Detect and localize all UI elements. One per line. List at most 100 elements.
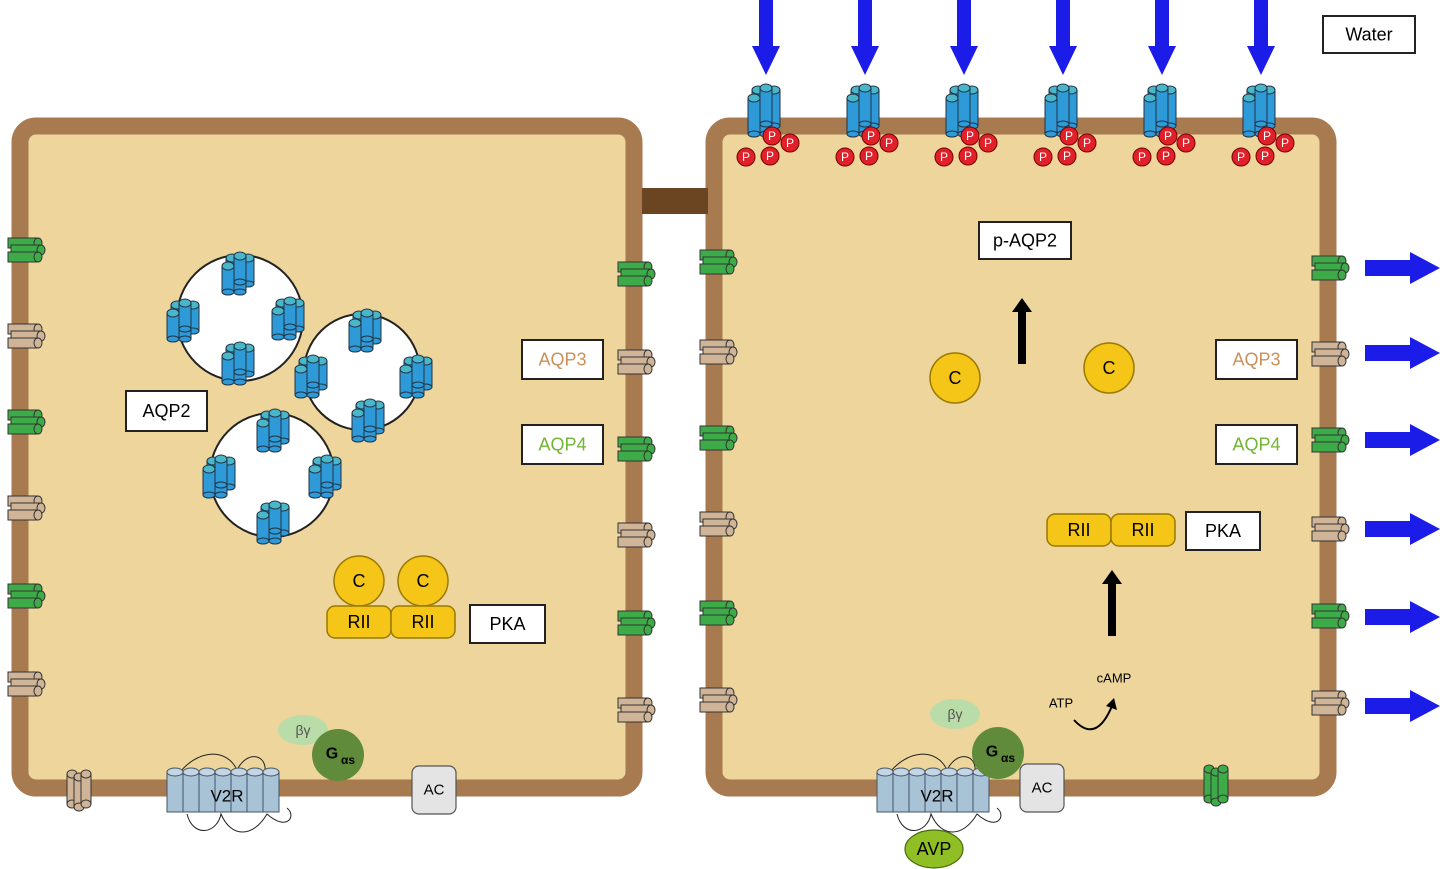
apical-aqp2-1-p2-text: P [885,136,893,150]
left-v2r-helix-top [262,767,280,777]
right-lateral-aqp4-0 [699,249,738,275]
apical-aqp2-2-p1: P [960,126,980,146]
vesicle-3-aqp2-0-top [256,418,270,428]
vesicle-1-aqp2-2-base [283,333,297,341]
vesicle-1-aqp2-3-top [233,341,247,351]
left-g-protein-beta-gamma-text: βγ [295,722,310,738]
vesicle-2-aqp2-3-base [363,435,377,443]
apical-aqp2-5-base [1242,130,1256,138]
right-basolateral-aqp3-1 [1311,341,1350,367]
apical-aqp2-2-tube [945,97,959,135]
aqp2-label-text: AQP2 [142,401,190,421]
apical-aqp2-2-p4: P [958,146,978,166]
right-v2r-text: V2R [920,787,953,806]
vesicle-2-aqp2-2-top [399,364,413,374]
vesicle-1-aqp2-1-top [166,308,180,318]
left-g-protein-alpha-sub: αs [341,753,355,767]
apical-aqp2-3-p2: P [1077,133,1097,153]
apical-aqp2-4-top [1155,83,1169,93]
aqp2-label: AQP2 [125,390,208,432]
vesicle-1-aqp2-1-base [166,335,180,343]
right-v2r-helix [972,771,990,813]
apical-aqp2-4-tube [1143,97,1157,135]
vesicle-2-aqp2-3 [351,398,385,443]
apical-aqp2-2-base [957,120,971,128]
apical-aqp2-2-p2-dot [978,133,998,153]
right-bottom-aqp4 [1203,764,1229,807]
water-in-arrow-1 [851,0,879,75]
right-free-c-1: C [929,352,981,404]
right-free-c-2: C [1083,342,1135,394]
apical-aqp2-3-top [1056,83,1070,93]
right-free-c-2-text: C [1103,358,1116,378]
water-out-arrow-3 [1365,513,1440,545]
apical-aqp2-4-p3-dot [1132,147,1152,167]
left-basolateral-aqp3-3-cap [33,509,43,521]
right-lateral-aqp4-4-cap [725,614,735,626]
apical-aqp2-5-p2-dot [1275,133,1295,153]
water-label-text: Water [1345,25,1392,45]
vesicle-3-aqp2-0-base [268,435,282,443]
vesicle-2-aqp2-0-base [360,345,374,353]
left-v2r-helix-top [246,767,264,777]
vesicle-3-aqp2-3-top [256,510,270,520]
left-v2r-helix-top [166,767,184,777]
vesicle-2-aqp2-2-top [411,354,425,364]
vesicle-2-aqp2-0-base [348,345,362,353]
left-basolateral-aqp3-3 [7,495,46,521]
apical-aqp2-0-tube [747,97,761,135]
apical-aqp2-5-p4: P [1255,146,1275,166]
right-free-c-1-text: C [949,368,962,388]
right-pka-rii-2-shape [1110,513,1176,547]
water-out-arrow-5 [1365,690,1440,722]
left-v2r-helix [262,771,280,813]
right-basolateral-aqp4-2 [1311,427,1350,453]
right-v2r-helix-top [876,767,894,777]
left-aqp3-label-text: AQP3 [538,350,586,370]
apical-aqp2-3-p3: P [1033,147,1053,167]
apical-aqp2-2-top [945,93,959,103]
water-in-arrow-3 [1049,0,1077,75]
apical-aqp2-5-top [1242,93,1256,103]
apical-aqp2-1-p1-text: P [867,129,875,143]
left-g-protein-alpha-text: G [326,746,338,763]
vesicle-3-aqp2-3-base [268,527,282,535]
left-lateral-aqp3-3-cap [643,536,653,548]
vesicle-3-aqp2-1 [202,454,236,499]
right-basolateral-aqp3-5-cap [1337,704,1347,716]
right-v2r-helix [892,771,910,813]
apical-aqp2-2-top [957,83,971,93]
vesicle-1-aqp2-3-top [221,351,235,361]
apical-aqp2-4-p3: P [1132,147,1152,167]
vesicle-3-aqp2-0-base [268,445,282,453]
vesicle-3-aqp2-1-base [202,491,216,499]
vesicle-2-aqp2-3-base [363,425,377,433]
apical-aqp2-4-p4: P [1156,146,1176,166]
right-aqp4-label: AQP4 [1215,424,1298,465]
apical-aqp2-1-p3-text: P [841,150,849,164]
apical-aqp2-2-p3-dot [934,147,954,167]
left-v2r-helix-top [214,767,232,777]
left-ac-shape [411,765,457,815]
right-aqp3-label: AQP3 [1215,339,1298,380]
apical-aqp2-1-p4-text: P [865,149,873,163]
apical-aqp2-0-p4-text: P [766,149,774,163]
vesicle-2-aqp2-2 [399,354,433,399]
apical-aqp2-3-p4: P [1057,146,1077,166]
apical-aqp2-1-p4: P [859,146,879,166]
left-basolateral-aqp4-2-cap [33,423,43,435]
vesicle-2-aqp2-0-base [360,335,374,343]
apical-aqp2-1-tube [846,97,860,135]
left-bottom-aqp3 [66,769,92,812]
avp-shape [904,829,964,869]
vesicle-3-aqp2-3-base [256,537,270,545]
apical-aqp2-1-p3: P [835,147,855,167]
left-pka-rii-1-text: RII [347,612,370,632]
apical-aqp2-2-p1-dot [960,126,980,146]
p-aqp2-label: p-AQP2 [978,221,1072,260]
right-basolateral-aqp4-0-cap [1337,269,1347,281]
